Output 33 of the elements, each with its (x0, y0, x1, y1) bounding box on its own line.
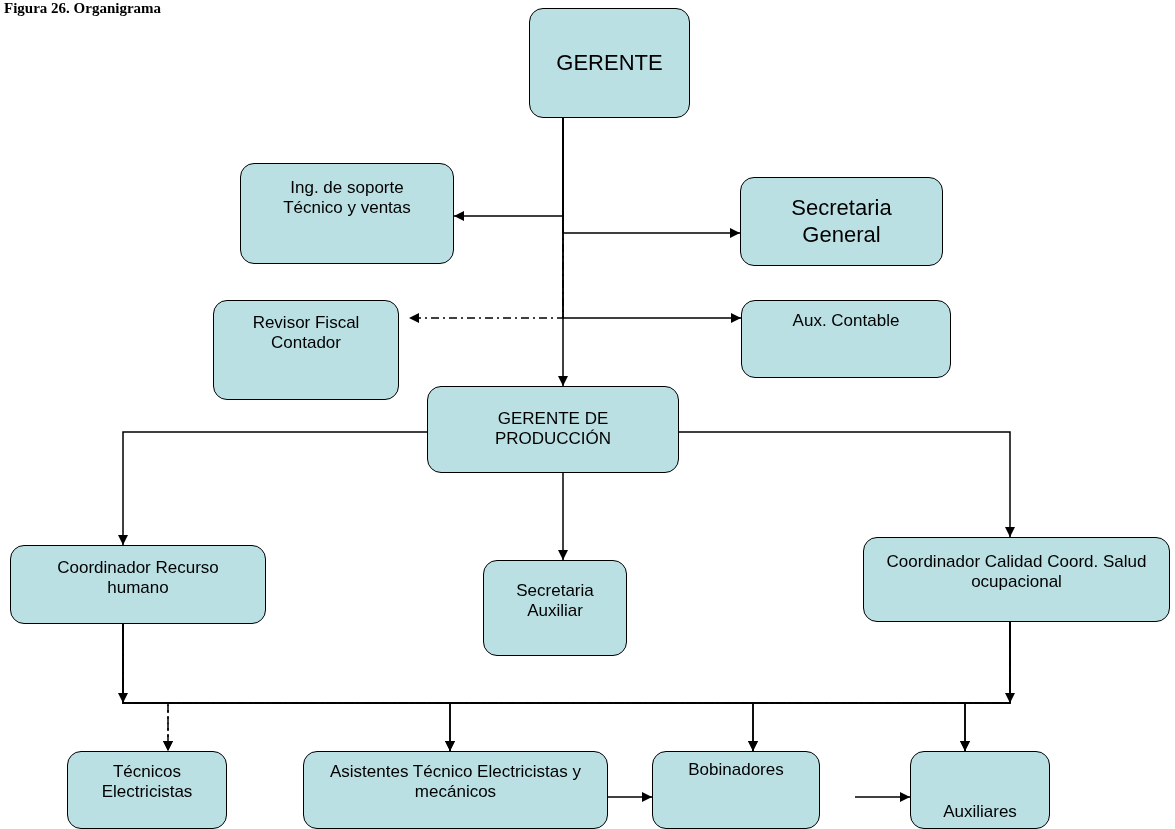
box-label: Coordinador Recurso humano (56, 558, 220, 599)
connector-arrow (678, 431, 1015, 538)
org-box (652, 751, 820, 829)
box-label: Técnicos Electricistas (100, 762, 194, 803)
box-label: Revisor Fiscal Contador (251, 313, 361, 354)
box-label: GERENTE (555, 49, 664, 77)
org-box (427, 386, 679, 473)
box-label: Coordinador Calidad Coord. Salud ocupacional (885, 552, 1148, 593)
figure-title: Figura 26. Organigrama (4, 0, 162, 17)
org-box (863, 537, 1170, 622)
org-box (740, 177, 943, 266)
connector-arrow (960, 621, 1011, 752)
connector-arrow (118, 431, 428, 546)
connector-arrow (607, 792, 653, 802)
org-box (240, 163, 454, 264)
box-label: Ing. de soporte Técnico y ventas (282, 178, 412, 219)
org-box (483, 560, 627, 656)
box-label: Asistentes Técnico Electricistas y mecánicos (329, 762, 582, 803)
box-label: GERENTE DE PRODUCCIÓN (493, 409, 613, 450)
org-box (10, 545, 266, 624)
box-label: Aux. Contable (791, 311, 901, 332)
box-label: Auxiliares (942, 801, 1018, 822)
org-box (529, 8, 690, 118)
org-box (67, 751, 227, 829)
connector-arrow (854, 792, 911, 802)
org-box (213, 300, 399, 400)
connector-arrow (558, 472, 568, 561)
box-label: Bobinadores (687, 760, 785, 781)
org-box (910, 751, 1050, 829)
org-box (741, 300, 951, 378)
box-label: Secretaria Auxiliar (515, 581, 595, 622)
box-label: Secretaria General (790, 195, 893, 248)
org-box (303, 751, 608, 829)
